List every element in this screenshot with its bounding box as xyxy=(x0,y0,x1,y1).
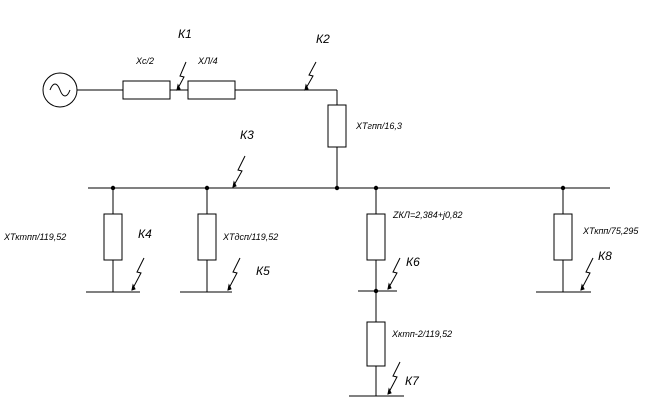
fault-label-k6: К6 xyxy=(406,255,420,269)
impedance-xc xyxy=(122,80,171,100)
fault-label-k4: К4 xyxy=(138,227,152,241)
fault-arrow-icon xyxy=(387,387,392,395)
fault-label-k1: К1 xyxy=(178,27,192,41)
impedance-xtkpp xyxy=(553,213,573,261)
impedance-xl xyxy=(187,80,236,100)
label-zkl: ZКЛ=2,384+j0,82 xyxy=(392,210,463,220)
label-xtgpp: XТгпп/16,3 xyxy=(355,121,402,131)
fault-arrow-icon xyxy=(176,61,187,91)
fault-arrow-icon xyxy=(131,283,136,291)
fault-arrow-icon xyxy=(387,282,392,290)
label-xl: XЛ/4 xyxy=(197,56,218,66)
bus-node xyxy=(373,288,379,294)
fault-arrow-icon xyxy=(176,83,181,91)
impedance-xktp2 xyxy=(366,321,386,367)
label-xktp2: Xктп-2/119,52 xyxy=(391,329,452,339)
ac-generator-icon xyxy=(42,72,78,108)
fault-arrow-icon xyxy=(304,61,317,91)
fault-label-k3: К3 xyxy=(240,128,254,142)
fault-arrow-icon xyxy=(131,257,145,291)
fault-arrow-icon xyxy=(304,83,309,91)
fault-label-k7: К7 xyxy=(405,374,420,388)
impedance-xtgpp xyxy=(327,104,347,148)
fault-label-k8: К8 xyxy=(598,249,612,263)
fault-arrow-icon xyxy=(387,361,401,395)
fault-arrow-icon xyxy=(232,180,237,188)
fault-arrow-icon xyxy=(227,283,232,291)
impedance-xtktpp xyxy=(103,213,123,261)
label-xtkpp: XТкпп/75,295 xyxy=(582,226,639,236)
impedance-xtdsp xyxy=(197,213,217,261)
impedance-zkl xyxy=(366,213,386,261)
fault-label-k2: К2 xyxy=(316,32,330,46)
label-xc: Xc/2 xyxy=(135,56,154,66)
fault-label-k5: К5 xyxy=(256,264,270,278)
fault-arrow-icon xyxy=(232,155,246,188)
label-xtktpp: XТктпп/119,52 xyxy=(3,232,66,242)
fault-arrow-icon xyxy=(580,257,594,291)
fault-arrow-icon xyxy=(387,257,401,290)
label-xtdsp: XТдсп/119,52 xyxy=(222,232,278,242)
fault-arrow-icon xyxy=(227,257,241,291)
bus-node xyxy=(334,185,340,191)
fault-arrow-icon xyxy=(580,283,585,291)
